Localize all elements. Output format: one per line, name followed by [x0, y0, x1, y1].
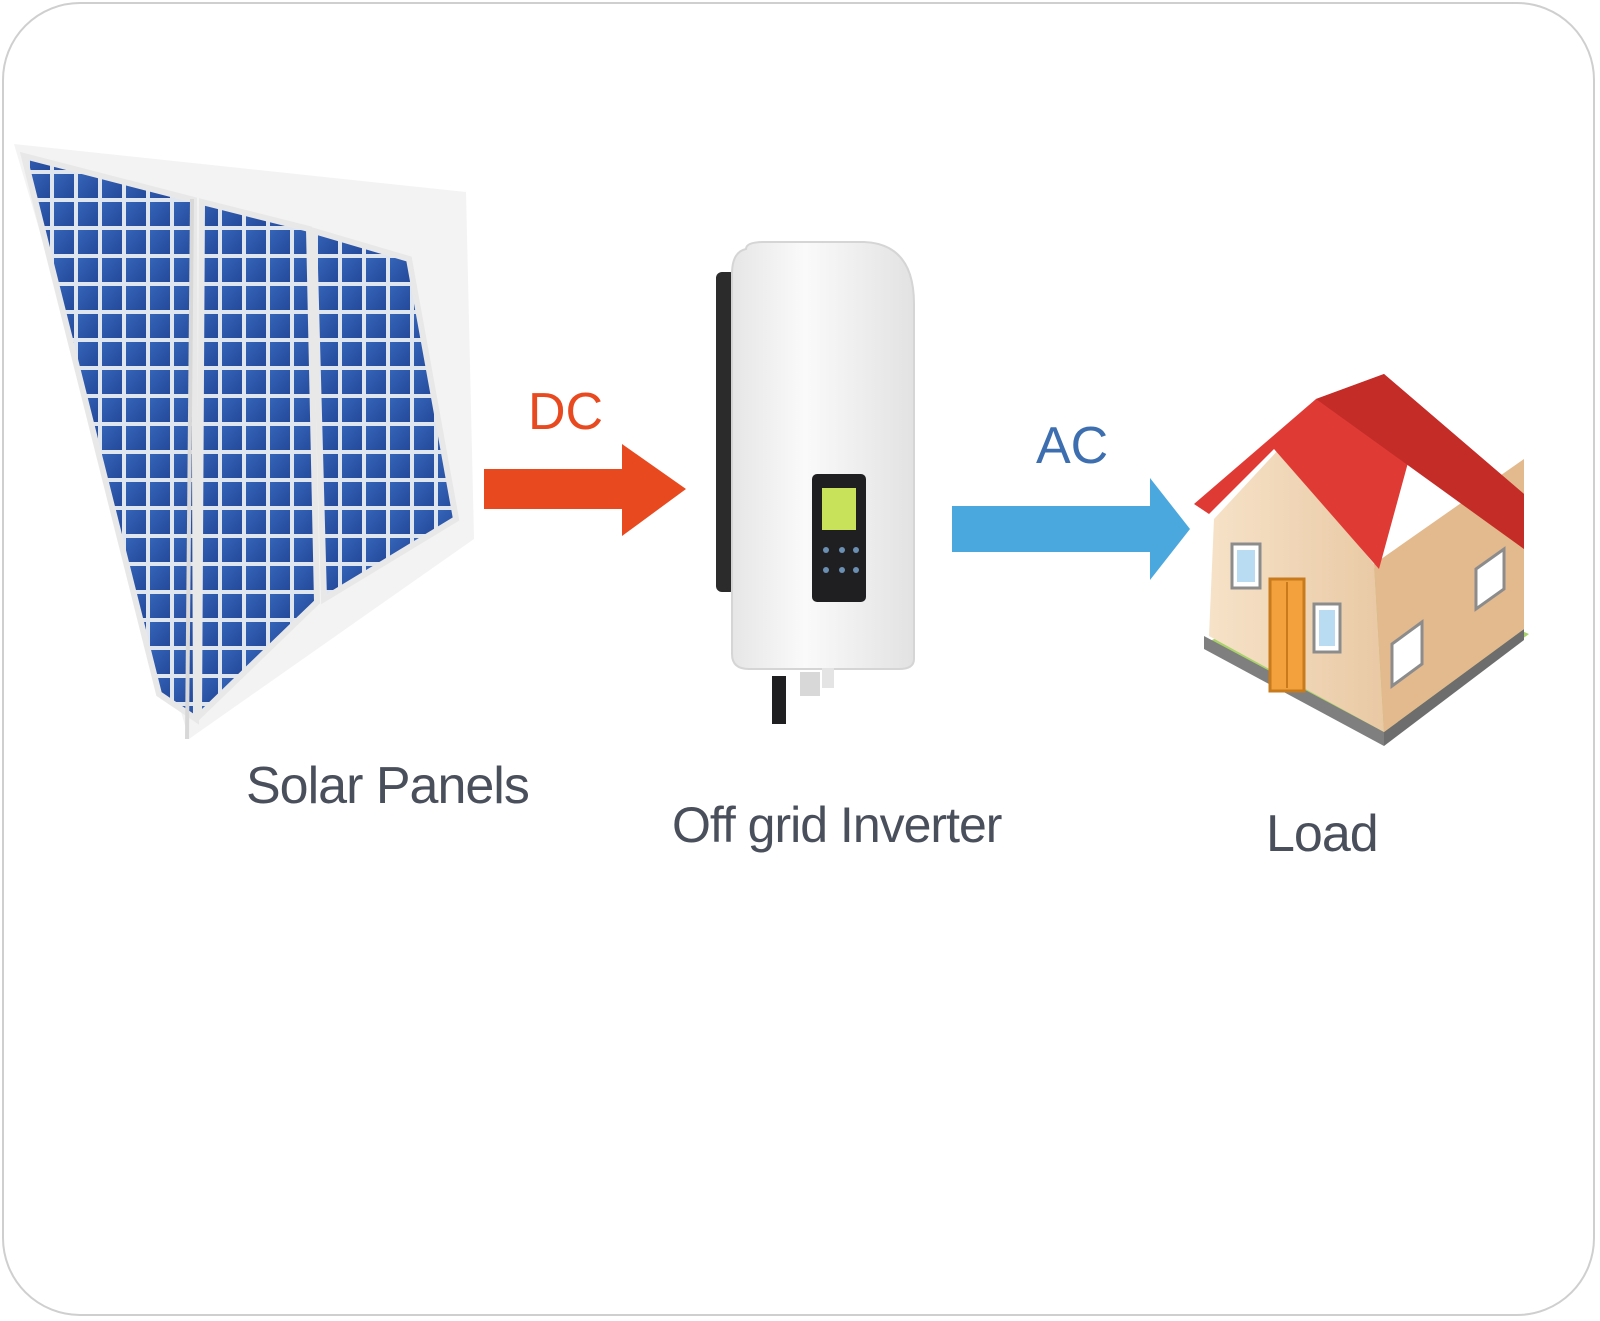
house-icon: [1194, 374, 1529, 746]
dc-label: DC: [528, 383, 604, 441]
load-label: Load: [1266, 805, 1379, 863]
diagram-canvas: [14, 144, 1529, 746]
solar-panels-label: Solar Panels: [246, 757, 530, 815]
solar-panel-icon: [14, 144, 474, 740]
inverter-label: Off grid Inverter: [672, 797, 1002, 853]
ac-arrow-icon: [952, 478, 1190, 580]
inverter-icon: [716, 241, 915, 724]
dc-arrow-icon: [484, 444, 686, 536]
ac-label: AC: [1036, 417, 1109, 475]
